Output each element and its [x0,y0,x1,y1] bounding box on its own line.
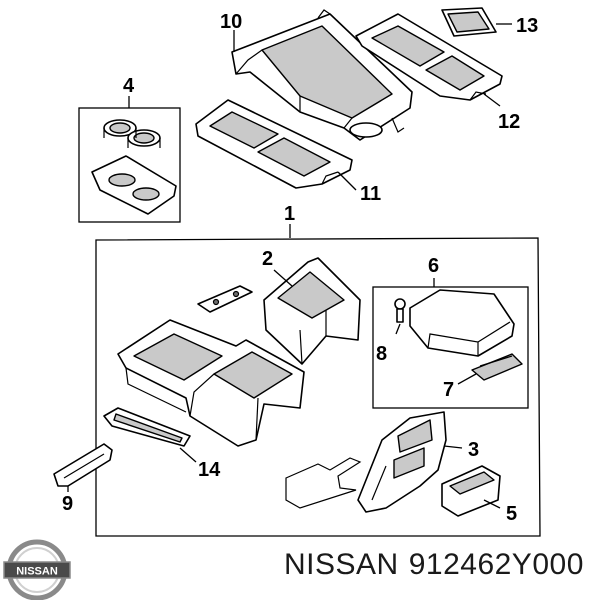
leader-lines [67,23,512,509]
part-number: 912462Y000 [408,548,584,581]
part-12-top-trim [355,13,503,101]
callout-9: 9 [62,493,73,515]
callout-labels: 1 2 3 4 5 6 7 8 9 10 11 12 13 14 [62,11,538,525]
part-2-bracket [263,257,361,365]
part-13-lid [441,7,497,37]
part-5-switch [441,465,501,517]
part-9-bracket [53,443,113,487]
callout-12: 12 [498,111,520,133]
callout-11: 11 [360,183,381,205]
callout-4: 4 [123,75,135,97]
part-11-finisher-panel [195,99,353,189]
callout-7: 7 [443,379,454,401]
callout-3: 3 [468,439,479,461]
part-1-frame [95,237,541,537]
logo-text: NISSAN [16,566,58,578]
callout-5: 5 [506,503,517,525]
part-wire-bracket [285,457,362,509]
part-1-console-body [117,319,305,447]
part-3-bezel [357,411,447,513]
callout-14: 14 [198,459,221,481]
callout-13: 13 [516,15,538,37]
callout-1: 1 [284,203,295,225]
part-number-caption: NISSAN 912462Y000 [284,548,594,582]
callout-6: 6 [428,255,439,277]
callout-10: 10 [220,11,242,33]
nissan-logo: NISSAN [3,539,71,600]
part-6-armrest-group [372,286,529,409]
part-14-side-trim [103,407,191,447]
brand-name: NISSAN [284,548,399,581]
callout-8: 8 [376,343,387,365]
part-4-cup-holder [78,107,181,223]
part-10-console-bin [231,9,413,141]
part-spacer [197,285,253,313]
callout-2: 2 [262,248,273,270]
